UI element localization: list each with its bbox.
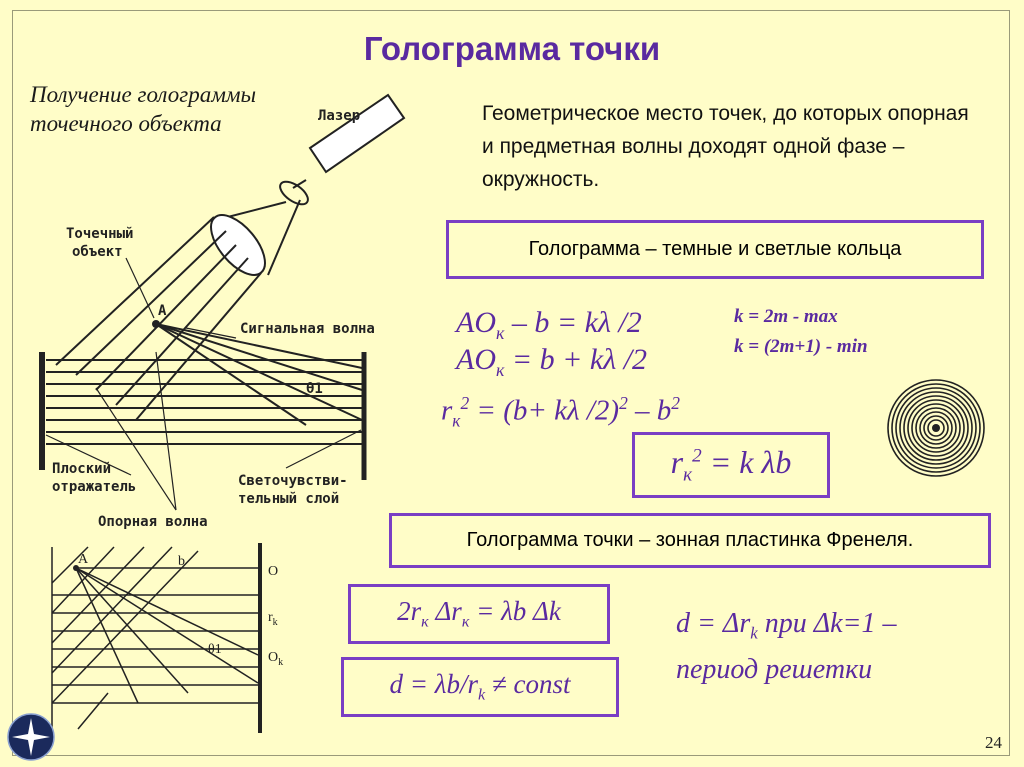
max-condition: k = 2m - max [734, 306, 838, 327]
slide-border [12, 10, 1010, 756]
min-condition: k = (2m+1) - min [734, 336, 868, 357]
zone-geometry-diagram: A b O rk Ok θ1 [51, 543, 283, 733]
formula-period: d = Δrk при Δk=1 – период решетки [676, 608, 897, 685]
theta-label: θ1 [306, 381, 323, 397]
small-ok-label: Ok [268, 650, 283, 668]
point-a-label: A [158, 303, 167, 319]
reference-wave-label: Опорная волна [98, 514, 208, 530]
subtitle: Получение голограммы точечного объекта [30, 82, 257, 136]
photosensitive-label-2: тельный слой [238, 491, 339, 507]
photosensitive-label-1: Светочувстви- [238, 473, 348, 489]
formula-d: d = λb/rk ≠ const [389, 669, 571, 704]
small-b-label: b [178, 554, 185, 569]
formula-delta-rk: 2rк Δrк = λb Δk [397, 596, 561, 631]
rk-formula-box: rк2 = k λb [632, 432, 830, 498]
small-rk-label: rk [268, 610, 278, 628]
laser-label: Лазер [318, 108, 360, 124]
period-formula-box: 2rк Δrк = λb Δk [348, 584, 610, 644]
signal-wave-label: Сигнальная волна [240, 321, 375, 337]
reflector-label-1: Плоский [52, 461, 111, 477]
rings-box-text: Голограмма – темные и светлые кольца [528, 238, 902, 260]
fresnel-box: Голограмма точки – зонная пластинка Френ… [389, 513, 991, 568]
reflector-label-2: отражатель [52, 479, 136, 495]
point-object-label-1: Точечный [66, 226, 133, 242]
page-title: Голограмма точки [363, 30, 661, 67]
hologram-recording-diagram: Лазер Точечный объект A Сигнальная волна… [39, 93, 406, 530]
point-object-label-2: объект [72, 244, 123, 260]
small-o-label: O [268, 564, 278, 579]
formula-ao-minus: AOк – b = kλ /2 [456, 306, 642, 343]
small-theta-label: θ1 [208, 642, 222, 657]
zone-plate-rings-icon [887, 379, 985, 477]
formula-rk-squared-expanded: rк2 = (b+ kλ /2)2 – b2 [441, 393, 680, 431]
formula-rk-squared: rк2 = k λb [670, 443, 792, 486]
star-globe-logo-icon [7, 713, 55, 761]
laser-icon [292, 93, 406, 189]
d-formula-box: d = λb/rk ≠ const [341, 657, 619, 717]
rings-box: Голограмма – темные и светлые кольца [446, 220, 984, 279]
page-number: 24 [985, 733, 1002, 752]
formula-ao-plus: AOк = b + kλ /2 [456, 343, 648, 380]
small-a-label: A [78, 552, 89, 567]
point-object-a [152, 320, 160, 328]
fresnel-box-text: Голограмма точки – зонная пластинка Френ… [466, 529, 914, 551]
description-text: Геометрическое место точек, до которых о… [482, 102, 969, 191]
